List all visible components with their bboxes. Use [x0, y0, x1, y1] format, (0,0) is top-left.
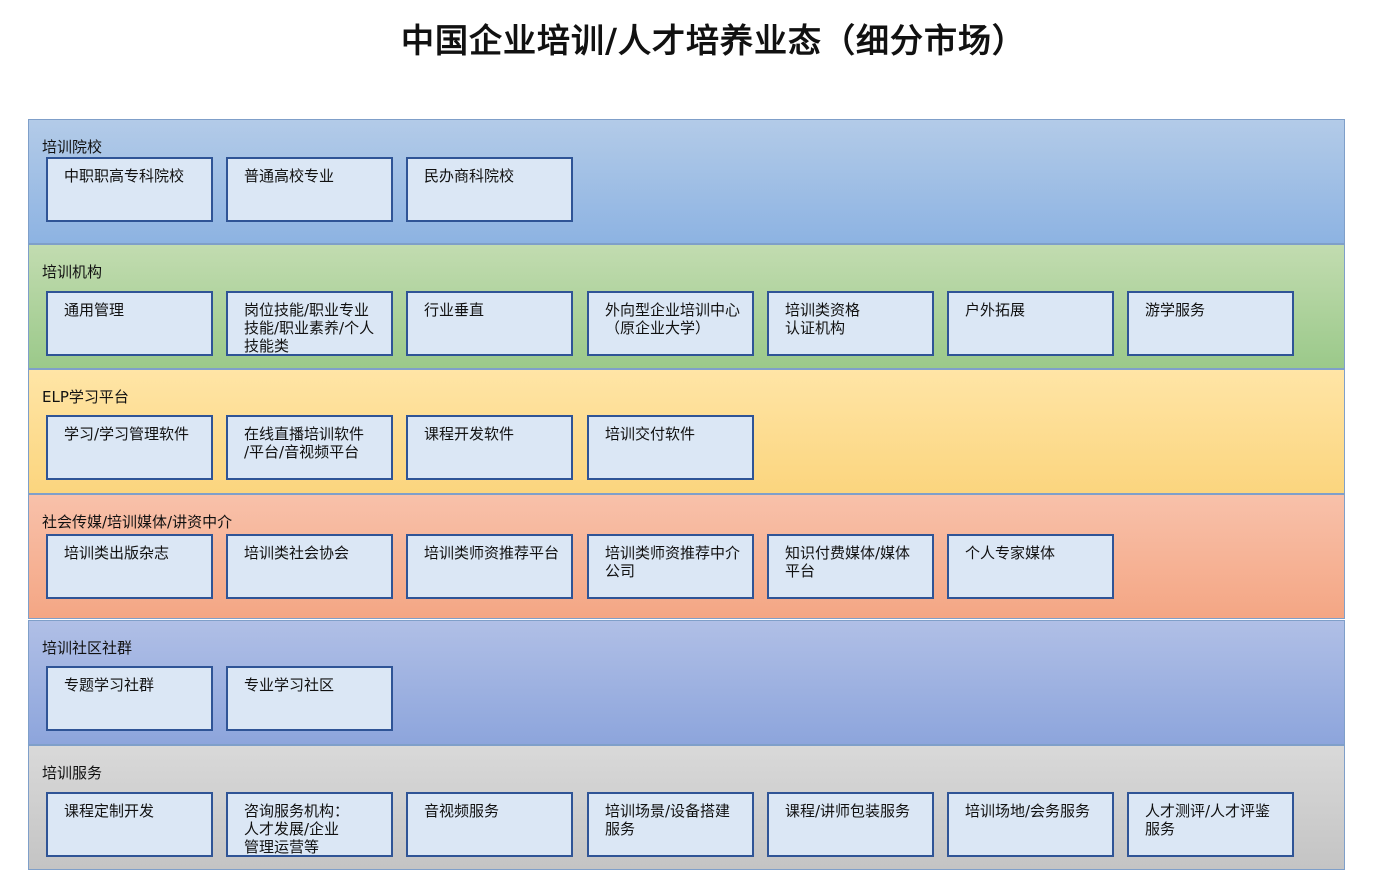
category-box: 普通高校专业	[226, 157, 393, 222]
category-box: 岗位技能/职业专业技能/职业素养/个人技能类	[226, 291, 393, 356]
category-box: 课程/讲师包装服务	[767, 792, 934, 857]
category-box: 民办商科院校	[406, 157, 573, 222]
category-box: 培训类师资推荐平台	[406, 534, 573, 599]
category-box: 学习/学习管理软件	[46, 415, 213, 480]
category-box: 音视频服务	[406, 792, 573, 857]
category-box: 课程开发软件	[406, 415, 573, 480]
category-box: 培训类资格认证机构	[767, 291, 934, 356]
category-box: 户外拓展	[947, 291, 1114, 356]
category-box: 专题学习社群	[46, 666, 213, 731]
category-box: 外向型企业培训中心（原企业大学）	[587, 291, 754, 356]
category-box: 在线直播培训软件/平台/音视频平台	[226, 415, 393, 480]
category-box: 培训类师资推荐中介公司	[587, 534, 754, 599]
category-box: 课程定制开发	[46, 792, 213, 857]
category-box: 人才测评/人才评鉴服务	[1127, 792, 1294, 857]
band-label: 培训社区社群	[42, 639, 133, 657]
category-box: 培训场地/会务服务	[947, 792, 1114, 857]
category-box: 培训场景/设备搭建服务	[587, 792, 754, 857]
category-box: 培训类出版杂志	[46, 534, 213, 599]
category-box: 专业学习社区	[226, 666, 393, 731]
band-label: 培训院校	[42, 138, 103, 156]
category-box: 中职职高专科院校	[46, 157, 213, 222]
band-label: 培训服务	[42, 764, 103, 782]
band-label: ELP学习平台	[42, 388, 129, 406]
category-box: 行业垂直	[406, 291, 573, 356]
category-box: 培训交付软件	[587, 415, 754, 480]
page-title: 中国企业培训/人才培养业态（细分市场）	[400, 21, 1027, 60]
band-label: 社会传媒/培训媒体/讲资中介	[42, 513, 233, 531]
category-box: 游学服务	[1127, 291, 1294, 356]
category-box: 咨询服务机构：人才发展/企业管理运营等	[226, 792, 393, 857]
category-box: 知识付费媒体/媒体平台	[767, 534, 934, 599]
category-box: 培训类社会协会	[226, 534, 393, 599]
category-box: 通用管理	[46, 291, 213, 356]
category-box: 个人专家媒体	[947, 534, 1114, 599]
band-label: 培训机构	[42, 263, 103, 281]
